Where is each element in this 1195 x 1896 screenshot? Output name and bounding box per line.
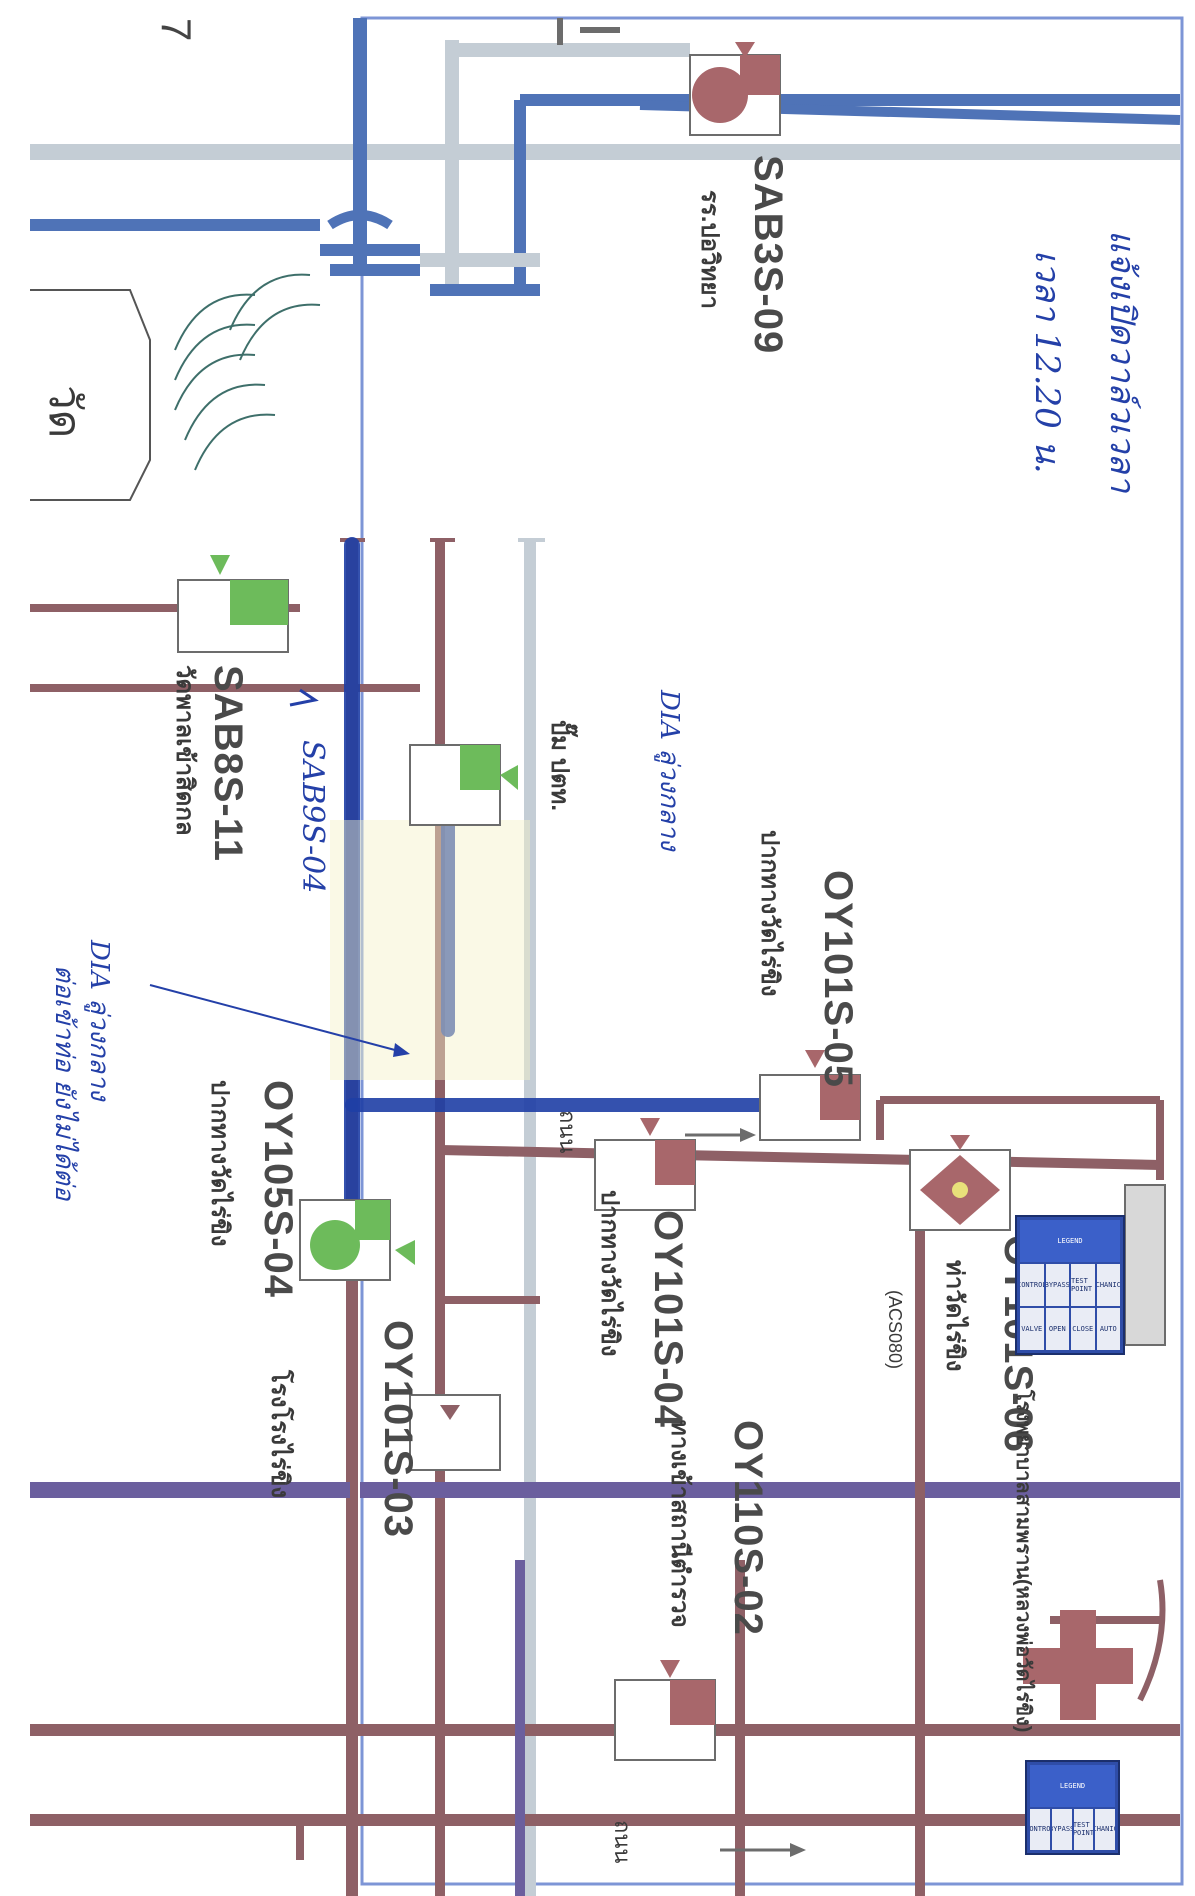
legend-cell: MECHANICAL <box>1095 1808 1115 1850</box>
valve-oy105s-04[interactable] <box>299 1199 415 1281</box>
temple-block <box>30 273 321 501</box>
valve-sab3s-09[interactable] <box>689 42 781 136</box>
hospital-cross-icon <box>1023 1610 1133 1720</box>
sheet-frame <box>360 16 1184 1886</box>
valve-name-oy101s-06: ท่าวัดไร่ขิง <box>941 1260 968 1372</box>
valve-oy101s-06[interactable] <box>909 1135 1011 1231</box>
valve-oy101s-04[interactable] <box>594 1118 696 1211</box>
valve-code-oy101s-03: OY101S-03 <box>376 1320 420 1539</box>
valve-code-oy101s-04: OY101S-04 <box>646 1210 690 1429</box>
road-label-top: ถนน <box>555 1110 580 1154</box>
legend-cell: TEST POINT <box>1071 1264 1095 1306</box>
legend-cell: BYPASS <box>1045 1264 1069 1306</box>
valve-oy110s-02[interactable] <box>614 1660 716 1761</box>
road-label-bottom: ถนน <box>610 1820 635 1864</box>
road-arrows <box>685 1128 806 1857</box>
valve-sab8s-11[interactable] <box>177 555 289 653</box>
valve-pump-station[interactable] <box>409 744 518 826</box>
handwritten-note-line1: แจ้งเปิดวาล์วเวลา <box>1102 230 1142 493</box>
temple-label: วัด <box>40 385 89 439</box>
valve-name-oy110s-02: ทางเข้าสถานีตำรวจ <box>666 1420 693 1628</box>
valve-code-sab3s-09: SAB3S-09 <box>746 155 790 355</box>
legend-panel-title: LEGEND <box>1020 1220 1120 1262</box>
valve-oy101s-03[interactable] <box>409 1394 501 1471</box>
legend-panel: LEGEND CONTROL BYPASS TEST POINT MECHANI… <box>1015 1215 1125 1355</box>
marker-annotation-lines <box>330 537 807 1218</box>
legend-cell: VALVE <box>1020 1308 1044 1350</box>
page-number: 7 <box>153 18 200 42</box>
hospital-label: โรงพยาบาลสามพราน(หลวงพ่อวัดไร่ขิง) <box>1012 1390 1034 1733</box>
top-main-pipes <box>30 18 1181 296</box>
pump-station-label: ปั๊ม ปตท. <box>546 720 573 812</box>
legend-panel-small-title: LEGEND <box>1030 1765 1115 1807</box>
legend-panel-small: LEGEND CONTROL BYPASS TEST POINT MECHANI… <box>1025 1760 1120 1855</box>
legend-cell: AUTO <box>1096 1308 1120 1350</box>
legend-cell: CONTROL <box>1030 1808 1050 1850</box>
valve-name-sab8s-11: วัดพาลเข้าสิดกล <box>171 665 198 836</box>
valve-oy101s-05[interactable] <box>759 1050 861 1141</box>
valve-name-sab3s-09: รร.ปอวิทยา <box>696 190 723 309</box>
legend-ruler <box>1124 1184 1166 1346</box>
legend-cell: CLOSE <box>1071 1308 1095 1350</box>
valve-code-oy110s-02: OY110S-02 <box>726 1420 770 1636</box>
dia-label-lower: DIA ลู่วงกลาง <box>84 940 114 1101</box>
valve-name-oy101s-03: โรงโรงไร่ขิง <box>266 1370 293 1499</box>
valve-name-oy101s-04: ปากทางวัดไร่ขิง <box>596 1190 623 1357</box>
legend-cell: BYPASS <box>1051 1808 1072 1850</box>
valve-name-oy101s-05: ปากทางวัดไร่ขิง <box>756 830 783 997</box>
legend-cell: CONTROL <box>1020 1264 1044 1306</box>
valve-sub-oy101s-06: (ACS080) <box>885 1290 905 1370</box>
legend-cell: OPEN <box>1045 1308 1069 1350</box>
legend-cell: TEST POINT <box>1073 1808 1094 1850</box>
dia-note: ต่อเข้าท่อ ยังไม่ได้ต่อ <box>49 965 79 1201</box>
valve-code-oy105s-04: OY105S-04 <box>256 1080 300 1299</box>
valve-name-oy105s-04: ปากทางวัดไร่ขิง <box>206 1080 233 1247</box>
valve-code-oy101s-05: OY101S-05 <box>816 870 860 1089</box>
hand-arrow <box>149 688 410 1057</box>
valve-tag-annotation: SAB9S-04 <box>295 740 330 894</box>
dia-label-upper: DIA ลู่วงกลาง <box>654 690 684 851</box>
legend-cell: MECHANICAL <box>1096 1264 1120 1306</box>
valve-code-sab8s-11: SAB8S-11 <box>206 665 250 862</box>
handwritten-note-line2: เวลา 12.20 น. <box>1027 250 1067 474</box>
